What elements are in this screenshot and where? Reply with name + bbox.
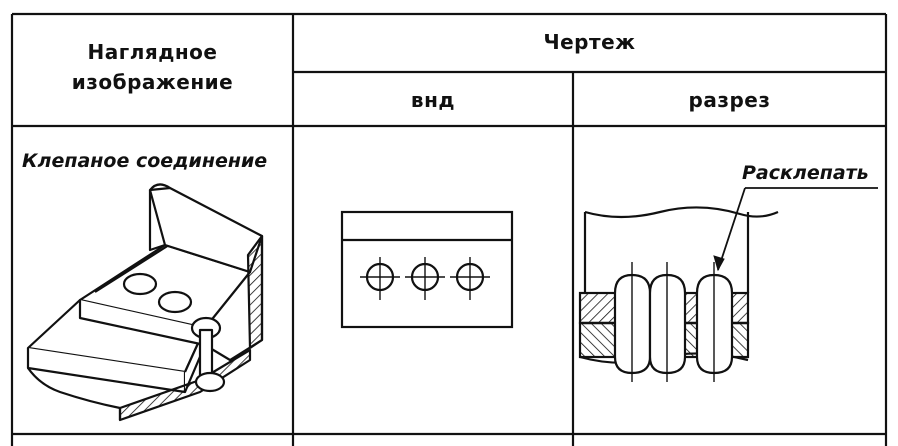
header-section: разрез: [688, 88, 771, 112]
riveted-joint-isometric: [26, 183, 264, 422]
callout-label: Расклепать: [742, 162, 869, 184]
header-drawing: Чертеж: [543, 30, 636, 54]
row-caption: Клепаное соединение: [22, 150, 268, 172]
header-visual-line2: изображение: [71, 70, 234, 94]
table-grid: [10, 12, 888, 446]
header-visual-line1: Наглядное: [87, 40, 218, 64]
drawing-view: [340, 210, 514, 329]
header-view: внд: [410, 88, 456, 112]
drawing-section: [578, 187, 878, 382]
